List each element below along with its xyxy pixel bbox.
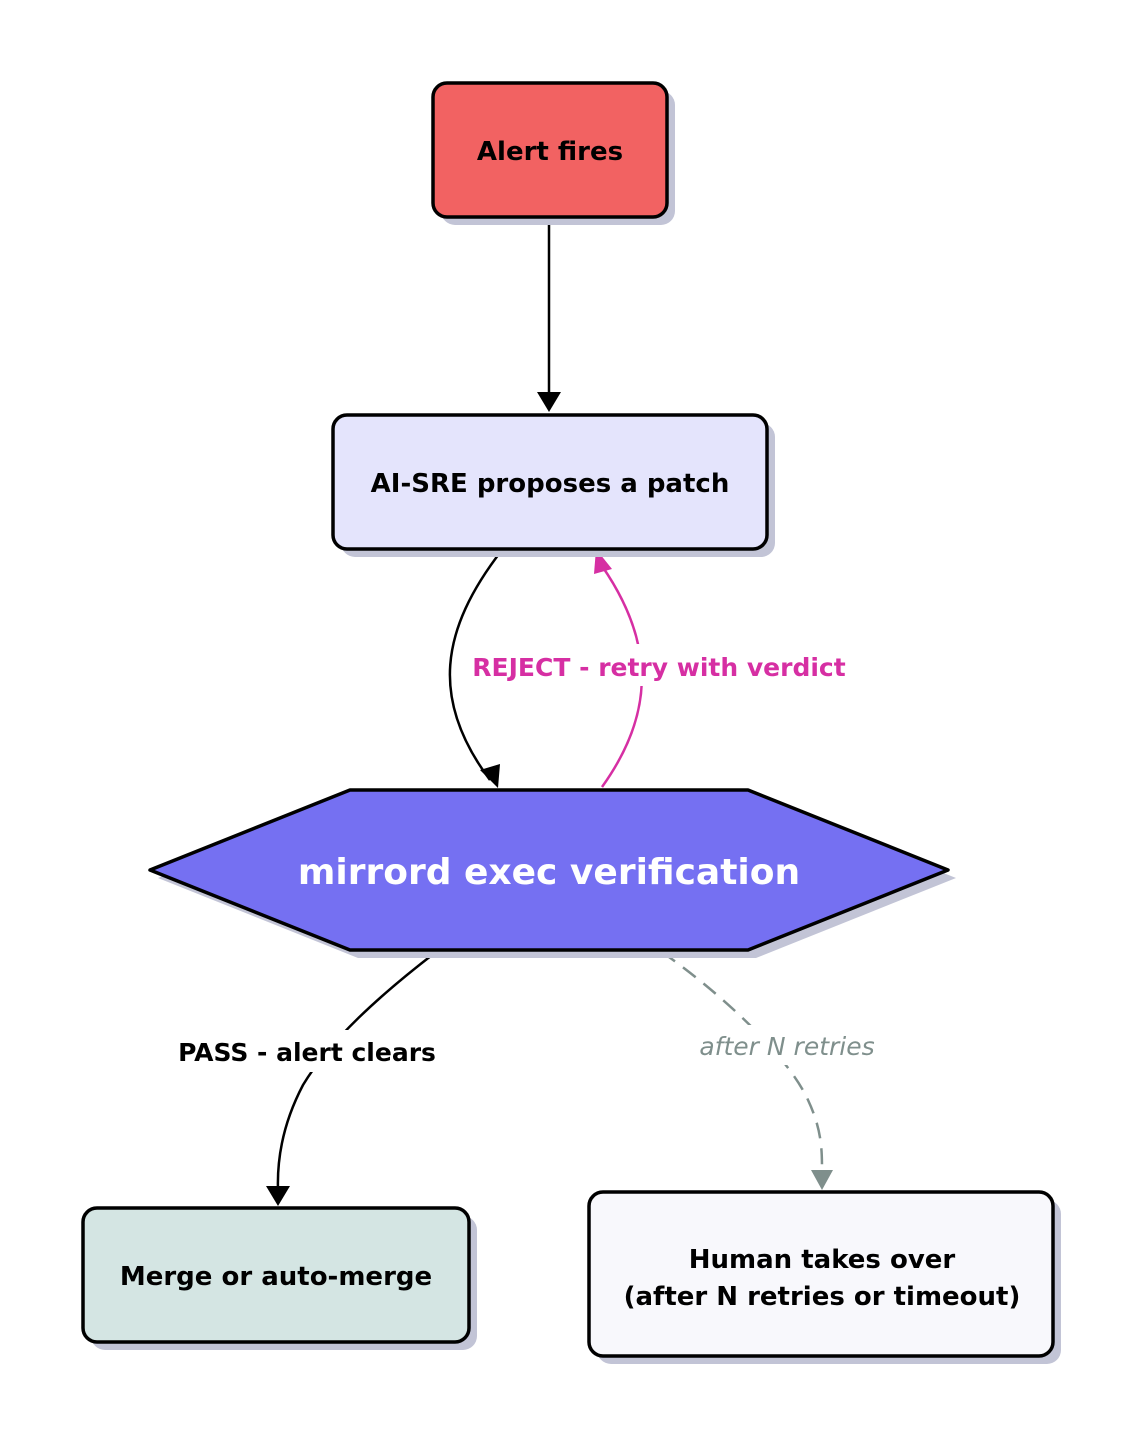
edge-reject-label: REJECT - retry with verdict [472, 653, 845, 682]
node-verification: mirrord exec verification [148, 788, 956, 958]
arrowhead-pass [266, 1186, 290, 1206]
node-merge: Merge or auto-merge [81, 1206, 477, 1350]
node-human: Human takes over (after N retries or tim… [587, 1190, 1061, 1364]
edge-retries-label-bg [694, 1025, 880, 1065]
node-human-label-line1: Human takes over [689, 1245, 956, 1275]
edge-reject-label-bg [466, 644, 850, 686]
edge-pass-label: PASS - alert clears [178, 1038, 436, 1067]
edge-pass [276, 951, 437, 1191]
edge-retries-label: after N retries [699, 1032, 874, 1061]
node-alert-fires-label: Alert fires [477, 137, 623, 167]
node-alert-fires: Alert fires [431, 81, 675, 225]
arrowhead-alert-to-ai-sre [537, 392, 561, 412]
edge-ai-sre-to-verify [448, 549, 503, 781]
node-ai-sre-label: AI-SRE proposes a patch [371, 469, 730, 499]
edge-pass-label-bg [176, 1030, 438, 1072]
edge-retries [661, 950, 824, 1173]
node-human-label-line2: (after N retries or timeout) [624, 1282, 1021, 1312]
node-ai-sre: AI-SRE proposes a patch [331, 413, 775, 557]
node-merge-label: Merge or auto-merge [120, 1262, 432, 1292]
node-verification-label: mirrord exec verification [298, 852, 800, 893]
arrowhead-retries [811, 1170, 833, 1190]
arrowhead-ai-sre-to-verify [480, 764, 500, 788]
